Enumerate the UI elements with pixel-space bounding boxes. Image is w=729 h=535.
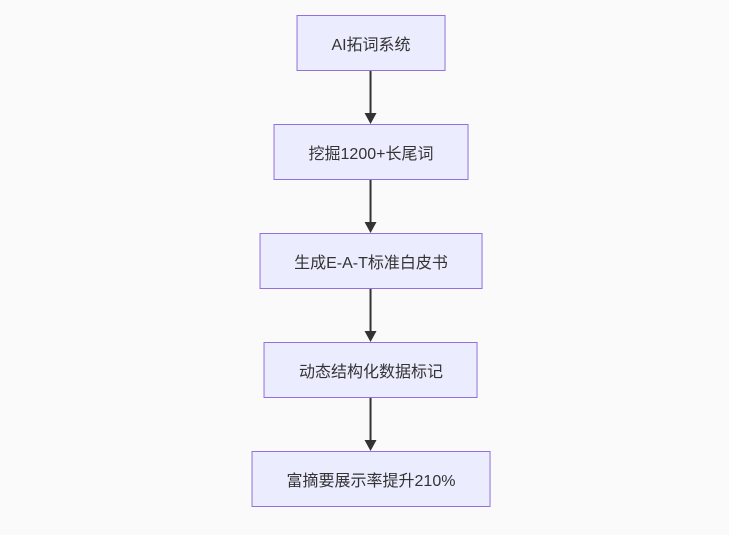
node-label: AI拓词系统 <box>331 37 411 54</box>
node-label: 动态结构化数据标记 <box>298 364 443 381</box>
arrow-line <box>370 180 372 222</box>
flowchart-node-step-1: AI拓词系统 <box>296 15 446 71</box>
arrow-head-icon <box>365 440 377 451</box>
node-label: 挖掘1200+长尾词 <box>308 146 434 163</box>
node-label: 富摘要展示率提升210% <box>286 473 456 490</box>
arrow-connector <box>365 289 377 342</box>
arrow-head-icon <box>365 113 377 124</box>
node-label: 生成E-A-T标准白皮书 <box>294 255 448 272</box>
arrow-connector <box>365 180 377 233</box>
arrow-line <box>370 289 372 331</box>
arrow-head-icon <box>365 222 377 233</box>
arrow-head-icon <box>365 331 377 342</box>
flowchart-node-step-3: 生成E-A-T标准白皮书 <box>259 233 483 289</box>
arrow-connector <box>365 71 377 124</box>
flowchart-node-step-4: 动态结构化数据标记 <box>263 342 478 398</box>
flowchart-node-step-2: 挖掘1200+长尾词 <box>273 124 469 180</box>
arrow-connector <box>365 398 377 451</box>
arrow-line <box>370 71 372 113</box>
flowchart: AI拓词系统 挖掘1200+长尾词 生成E-A-T标准白皮书 动态结构化数据标记 <box>251 15 491 507</box>
arrow-line <box>370 398 372 440</box>
flowchart-node-step-5: 富摘要展示率提升210% <box>251 451 491 507</box>
